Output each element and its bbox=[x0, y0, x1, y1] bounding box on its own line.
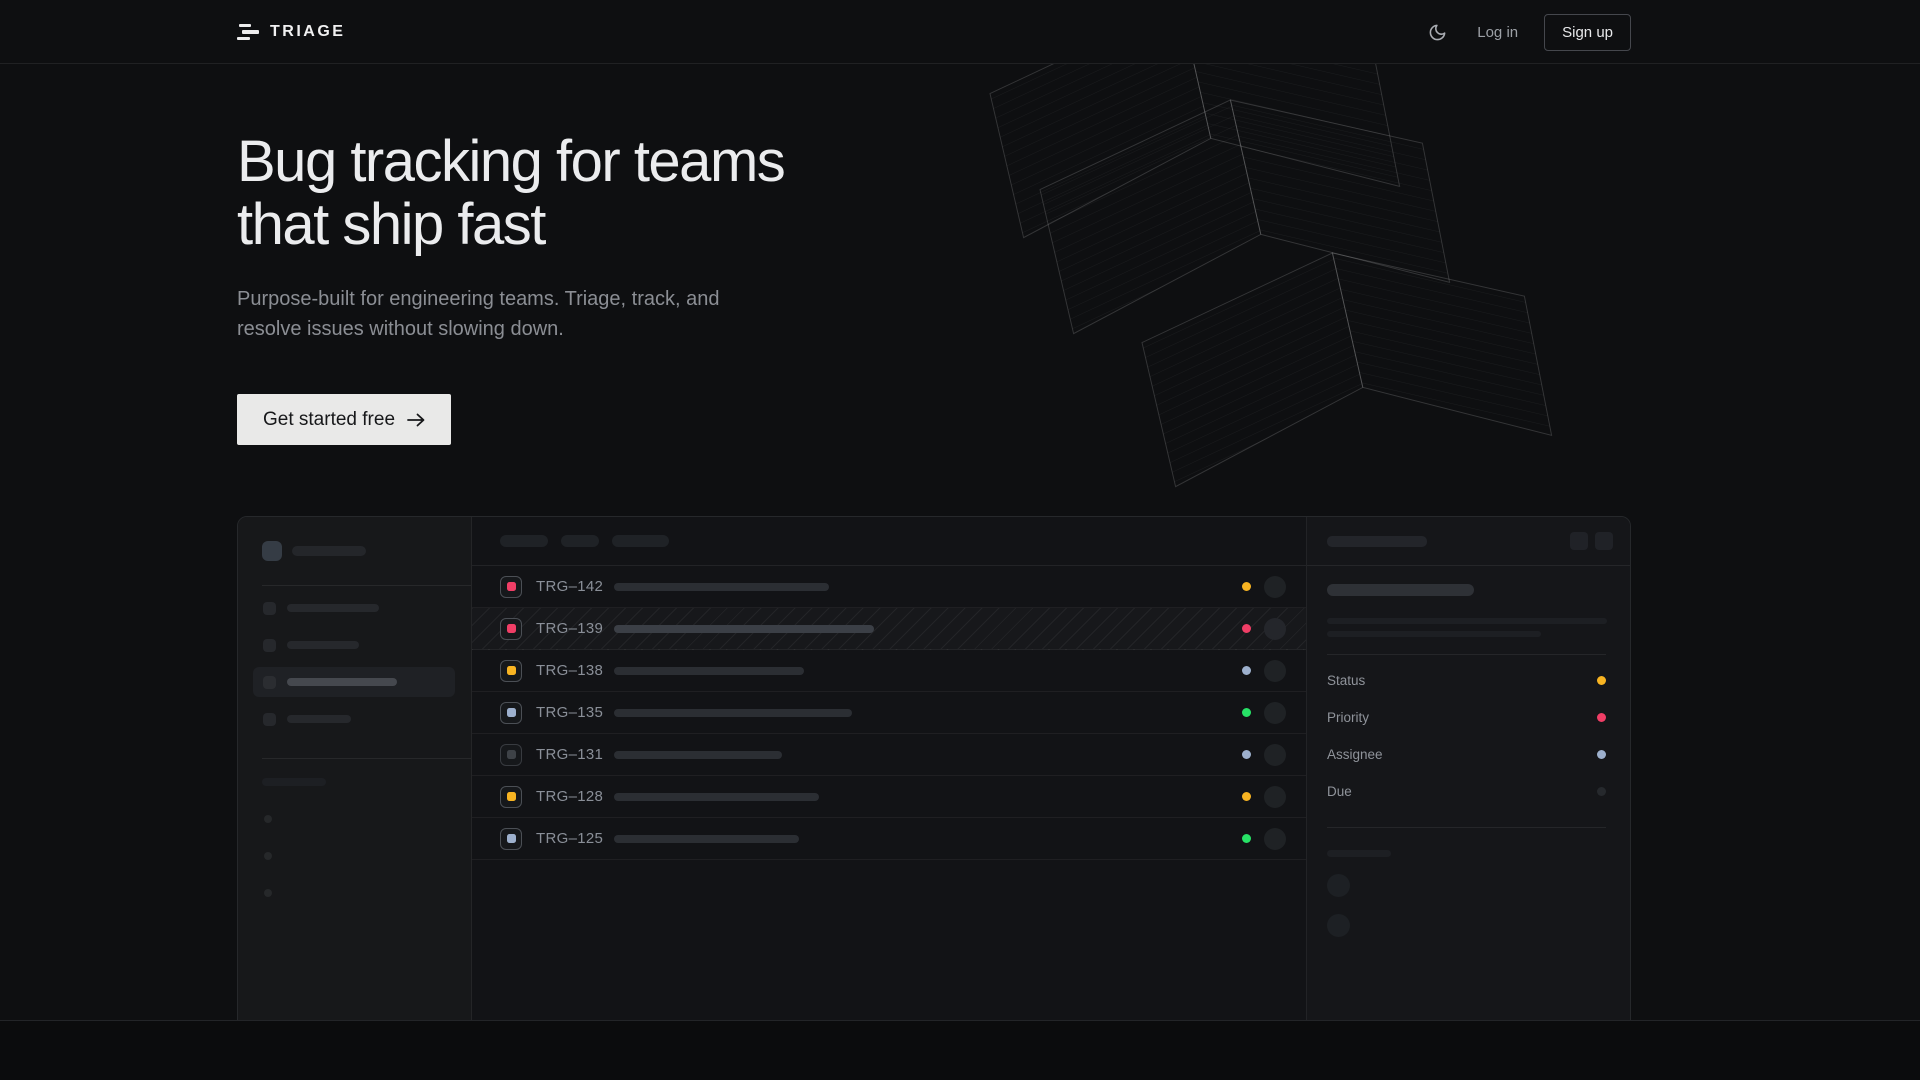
issue-type-icon bbox=[500, 701, 522, 724]
login-link[interactable]: Log in bbox=[1477, 23, 1519, 41]
detail-field-dot bbox=[1597, 713, 1606, 722]
app-mockup: TRG–142 TRG–139 TRG–138 TRG–135 TRG–131 bbox=[237, 516, 1631, 1020]
detail-action-button-skeleton bbox=[1570, 532, 1588, 550]
issue-row: TRG–131 bbox=[472, 734, 1306, 776]
issue-row: TRG–139 bbox=[472, 608, 1306, 650]
sidebar-section-skeleton bbox=[262, 778, 326, 786]
issue-status-dot bbox=[1242, 834, 1251, 843]
detail-title-skeleton bbox=[1327, 535, 1427, 547]
issue-avatar bbox=[1264, 701, 1286, 724]
detail-field-row: Status bbox=[1327, 662, 1606, 699]
issue-list: TRG–142 TRG–139 TRG–138 TRG–135 TRG–131 bbox=[472, 517, 1306, 1020]
issue-title-skeleton bbox=[614, 624, 874, 633]
issue-title-skeleton bbox=[614, 582, 829, 591]
comment-avatar-skeleton bbox=[1327, 874, 1350, 897]
issue-title-skeleton bbox=[614, 834, 799, 843]
sidebar-item-skeleton bbox=[262, 630, 455, 660]
brand-logo[interactable]: TRIAGE bbox=[237, 23, 345, 41]
detail-field-label: Priority bbox=[1327, 710, 1370, 725]
issue-avatar bbox=[1264, 743, 1286, 766]
filter-pill-skeleton bbox=[612, 535, 669, 547]
mockup-sidebar bbox=[238, 517, 472, 1020]
top-nav: TRIAGE Log in Sign up bbox=[0, 0, 1920, 64]
issue-status-dot bbox=[1242, 624, 1251, 633]
issue-title-skeleton bbox=[614, 750, 782, 759]
issue-id: TRG–128 bbox=[536, 788, 604, 805]
triage-logo-icon bbox=[237, 23, 259, 41]
issue-row: TRG–125 bbox=[472, 818, 1306, 860]
sidebar-dot-skeleton bbox=[264, 815, 272, 823]
issue-title-skeleton bbox=[614, 708, 852, 717]
issue-detail-panel: Status Priority Assignee Due bbox=[1306, 517, 1630, 1020]
section-label-skeleton bbox=[1327, 850, 1391, 857]
issue-title-skeleton bbox=[614, 792, 819, 801]
filter-pill-skeleton bbox=[500, 535, 548, 547]
moon-icon bbox=[1429, 24, 1446, 40]
detail-field-row: Due bbox=[1327, 773, 1606, 810]
issue-id: TRG–135 bbox=[536, 704, 604, 721]
issue-row: TRG–142 bbox=[472, 566, 1306, 608]
detail-field-dot bbox=[1597, 676, 1606, 685]
issue-type-icon bbox=[500, 785, 522, 808]
sidebar-item-skeleton bbox=[262, 704, 455, 734]
issue-status-dot bbox=[1242, 666, 1251, 675]
issue-avatar bbox=[1264, 575, 1286, 598]
issue-row: TRG–135 bbox=[472, 692, 1306, 734]
issue-type-icon bbox=[500, 575, 522, 598]
issue-row: TRG–128 bbox=[472, 776, 1306, 818]
detail-field-row: Priority bbox=[1327, 699, 1606, 736]
get-started-button[interactable]: Get started free bbox=[237, 394, 452, 445]
issue-id: TRG–131 bbox=[536, 746, 604, 763]
comment-avatar-skeleton bbox=[1327, 914, 1350, 937]
detail-field-row: Assignee bbox=[1327, 736, 1606, 773]
theme-toggle-button[interactable] bbox=[1424, 19, 1451, 46]
sidebar-item-skeleton-active bbox=[253, 667, 455, 697]
issue-id: TRG–142 bbox=[536, 578, 604, 595]
issue-status-dot bbox=[1242, 708, 1251, 717]
hero-title: Bug tracking for teams that ship fast bbox=[237, 129, 786, 257]
issue-avatar bbox=[1264, 659, 1286, 682]
issue-avatar bbox=[1264, 785, 1286, 808]
brand-name: TRIAGE bbox=[270, 23, 346, 40]
sidebar-dot-skeleton bbox=[264, 889, 272, 897]
issue-id: TRG–138 bbox=[536, 662, 604, 679]
issue-status-dot bbox=[1242, 582, 1251, 591]
detail-field-label: Due bbox=[1327, 784, 1352, 799]
issue-type-icon bbox=[500, 743, 522, 766]
arrow-right-icon bbox=[407, 413, 425, 426]
detail-field-label: Assignee bbox=[1327, 747, 1383, 762]
footer bbox=[0, 1020, 1920, 1080]
skeleton-bar bbox=[292, 546, 366, 556]
issue-id: TRG–139 bbox=[536, 620, 604, 637]
issue-title-skeleton bbox=[614, 666, 804, 675]
issue-type-icon bbox=[500, 617, 522, 640]
issue-id: TRG–125 bbox=[536, 830, 604, 847]
issue-title-skeleton bbox=[1327, 584, 1474, 596]
issue-type-icon bbox=[500, 827, 522, 850]
detail-field-dot bbox=[1597, 750, 1606, 759]
signup-button[interactable]: Sign up bbox=[1544, 13, 1631, 51]
issue-list-filters bbox=[472, 517, 1306, 566]
description-skeleton bbox=[1327, 631, 1541, 637]
description-skeleton bbox=[1327, 618, 1607, 624]
issue-row: TRG–138 bbox=[472, 650, 1306, 692]
hero-subtitle: Purpose-built for engineering teams. Tri… bbox=[237, 288, 720, 340]
hero-section: Bug tracking for teams that ship fast Pu… bbox=[0, 64, 1920, 1020]
issue-status-dot bbox=[1242, 750, 1251, 759]
sidebar-item-skeleton bbox=[262, 593, 455, 623]
issue-type-icon bbox=[500, 659, 522, 682]
detail-field-label: Status bbox=[1327, 673, 1366, 688]
issue-status-dot bbox=[1242, 792, 1251, 801]
issue-avatar bbox=[1264, 617, 1286, 640]
detail-field-dot bbox=[1597, 787, 1606, 796]
issue-avatar bbox=[1264, 827, 1286, 850]
workspace-skeleton bbox=[262, 541, 455, 561]
filter-pill-skeleton bbox=[561, 535, 599, 547]
detail-action-button-skeleton bbox=[1595, 532, 1613, 550]
workspace-icon-skeleton bbox=[262, 541, 282, 561]
sidebar-dot-skeleton bbox=[264, 852, 272, 860]
